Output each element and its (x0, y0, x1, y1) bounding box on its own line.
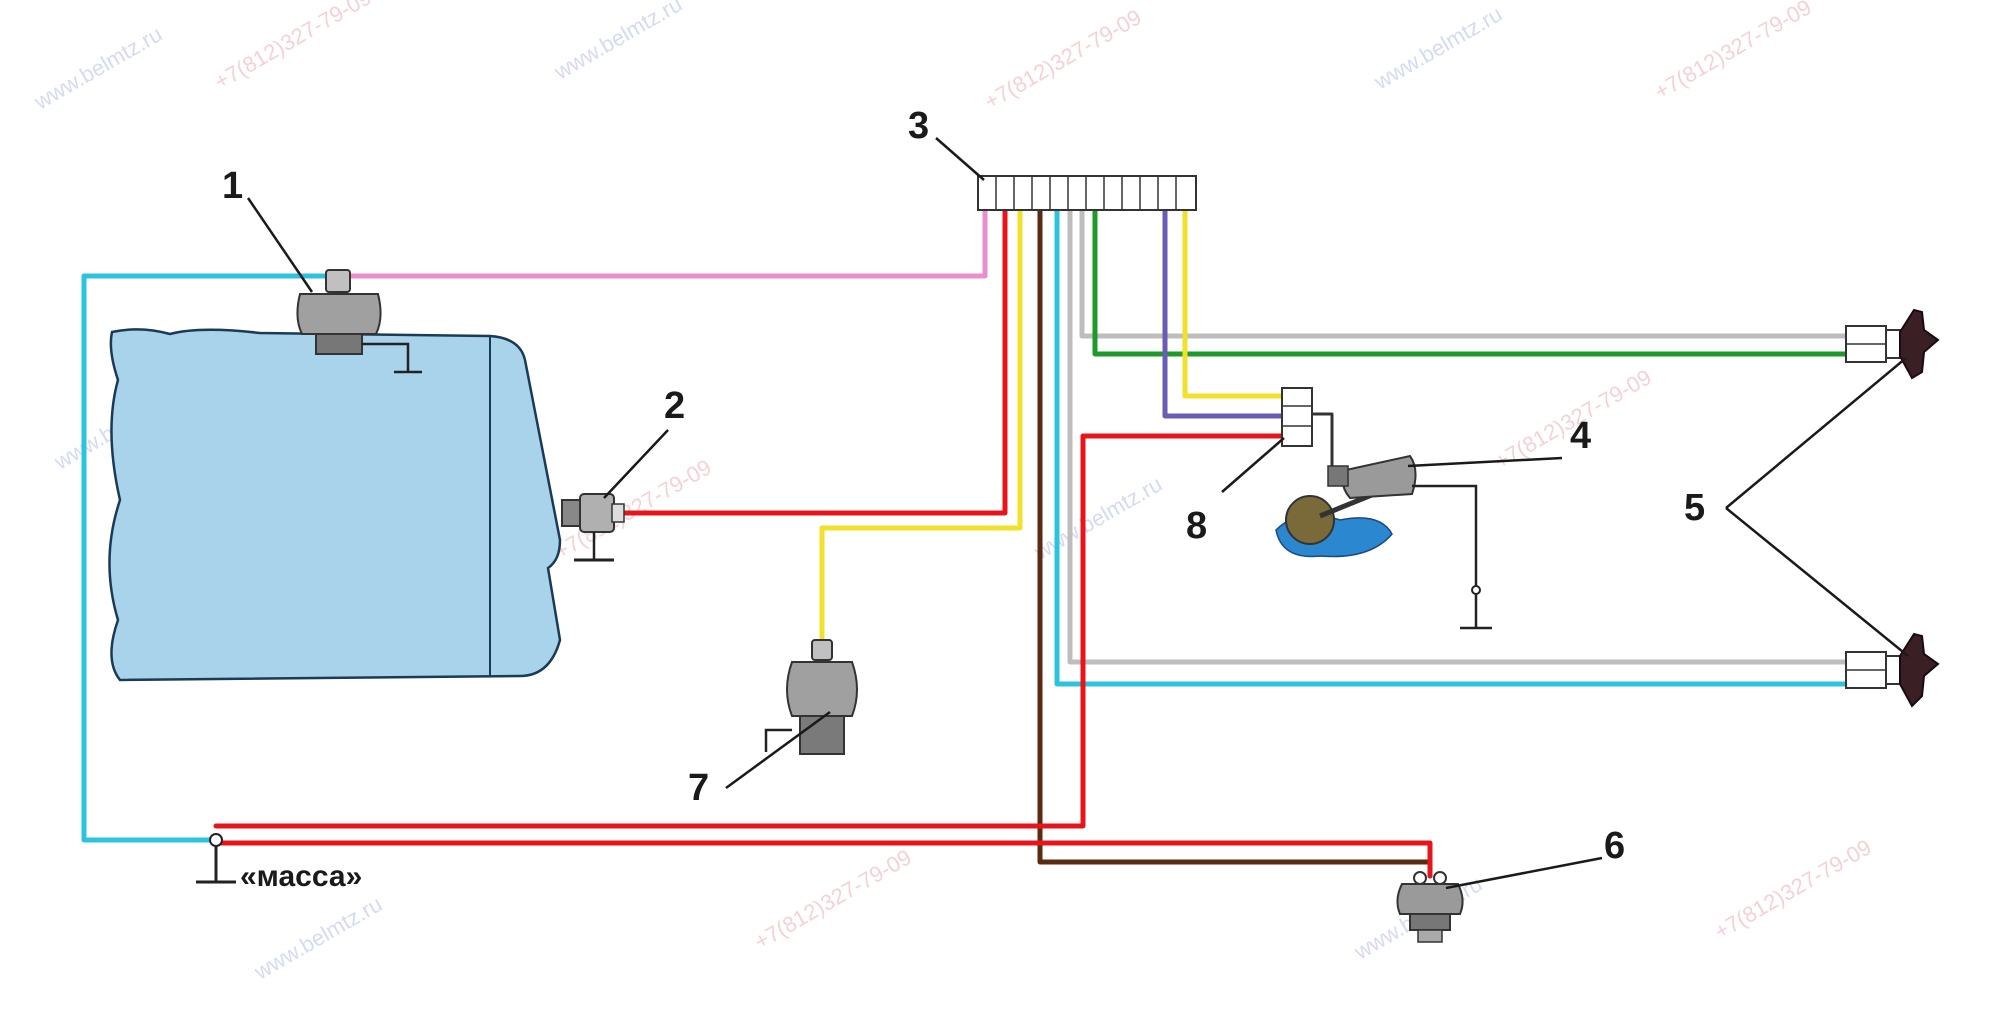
leader-7 (725, 710, 831, 790)
sensor-1-nut (315, 333, 363, 355)
float-sensor-terminal (1327, 465, 1349, 487)
lamp-bottom (1845, 632, 1940, 708)
wire-pink (337, 207, 988, 279)
connector-body (977, 175, 1197, 211)
leader-4 (1407, 456, 1563, 468)
wire-green-lamp (1092, 207, 1853, 357)
callout-7: 7 (688, 767, 709, 809)
wire-link-8-4 (1308, 412, 1334, 468)
watermark-site: www.belmtz.ru (1029, 471, 1166, 565)
connector-3 (977, 175, 1197, 211)
sensor-1-ground-lead (362, 342, 410, 372)
wire-red-ground (213, 433, 1293, 829)
wire-gray-lamp-bottom (1067, 207, 1853, 665)
ground-terminal (209, 833, 223, 847)
sensor-7-terminal (811, 639, 833, 661)
watermark-phone: +7(812)327-79-09 (750, 844, 916, 954)
sensor-1-terminal (325, 269, 351, 293)
watermark-phone: +7(812)327-79-09 (1650, 0, 1816, 104)
sensor-7-ground-lead (764, 728, 792, 752)
wire-yellow-sensor8 (1182, 207, 1293, 399)
callout-3: 3 (908, 105, 929, 147)
callout-5: 5 (1684, 487, 1705, 529)
lamp-top (1845, 308, 1940, 380)
callout-8: 8 (1186, 505, 1207, 547)
watermark-site: www.belmtz.ru (1369, 1, 1506, 95)
wire-violet-sensor8 (1162, 207, 1293, 419)
leader-8 (1221, 437, 1285, 493)
lamp-top-plug (1885, 329, 1901, 359)
watermark-site: www.belmtz.ru (249, 891, 386, 985)
leader-3 (935, 137, 985, 181)
wire-cyan-lamp (1054, 207, 1853, 687)
float-ball (1285, 495, 1335, 545)
switch-6-terminal-left (1413, 871, 1427, 885)
leader-5-top (1725, 357, 1907, 509)
leader-6 (1445, 856, 1603, 890)
wire-red-switch6 (213, 840, 1433, 879)
sensor-2 (561, 493, 625, 562)
sensor-8 (1281, 387, 1313, 447)
float-ground-terminal (1471, 585, 1481, 595)
lamp-top-body (1899, 308, 1940, 380)
leader-lines (246, 137, 1909, 890)
watermark-phone: +7(812)327-79-09 (1710, 834, 1876, 944)
wire-red-sensor2 (617, 207, 1008, 516)
float-sensor-body (1341, 454, 1417, 500)
sensor-8-body (1281, 387, 1313, 447)
sensor-2-body (579, 493, 615, 533)
callout-6: 6 (1604, 825, 1625, 867)
sensor-2-terminal (611, 503, 625, 523)
leader-2 (603, 429, 669, 499)
wire-cyan-ground (81, 273, 343, 843)
switch-6-tip (1417, 929, 1443, 943)
watermark-phone: +7(812)327-79-09 (210, 0, 376, 94)
callout-4: 4 (1570, 415, 1591, 457)
callout-2: 2 (664, 385, 685, 427)
switch-6-nut (1409, 913, 1451, 931)
leader-5-bottom (1725, 507, 1909, 657)
wire-gray-lamp-top (1079, 207, 1853, 339)
sensor-7-nut (799, 715, 845, 755)
lamp-bottom-plug (1885, 655, 1901, 685)
ground-point (196, 833, 236, 884)
engine-block (108, 328, 562, 682)
wires (81, 207, 1853, 879)
switch-6 (1396, 871, 1464, 943)
watermark-site: www.belmtz.ru (29, 21, 166, 115)
wire-yellow-sensor7 (819, 207, 1023, 651)
engine-body (108, 328, 562, 682)
sensor-7 (764, 639, 858, 755)
sensor-1 (296, 269, 422, 374)
lamp-bottom-body (1899, 632, 1940, 708)
leader-1 (246, 197, 314, 293)
sensor-1-body (296, 293, 382, 335)
switch-6-terminal-right (1433, 871, 1447, 885)
ground-label: «масса» (240, 860, 362, 893)
watermark-phone: +7(812)327-79-09 (980, 4, 1146, 114)
watermark-site: www.belmtz.ru (549, 0, 686, 85)
callout-1: 1 (222, 165, 243, 207)
sensor-7-body (786, 661, 858, 717)
switch-6-body (1396, 883, 1464, 915)
float-ground-lead (1412, 484, 1478, 586)
connector-pin-dividers (995, 176, 1177, 210)
float-sensor-4 (1275, 454, 1492, 630)
